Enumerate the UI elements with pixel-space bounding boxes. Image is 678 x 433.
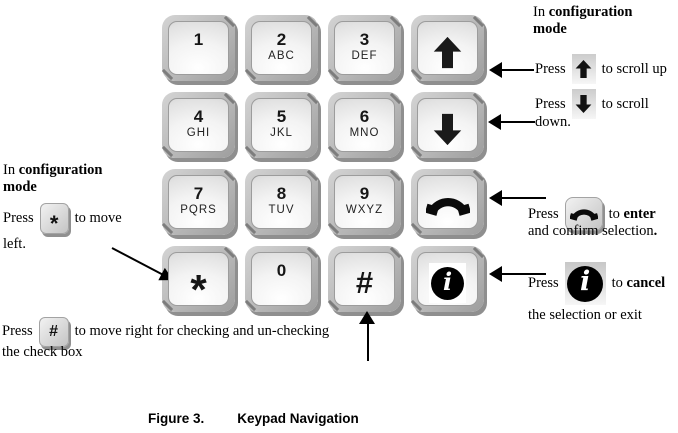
enter-line2-period: . [653,223,658,239]
key-number-label: # [355,265,374,300]
key-number-label: 7 [193,184,204,203]
key-hash: # [328,246,401,312]
config-mode-note-left: In configuration mode [3,162,103,195]
press-label: Press [528,205,559,222]
info-icon: i [564,262,606,305]
cancel-note-line2: the selection or exit [528,307,642,323]
move-left-text: to move [74,210,122,227]
key-number-label: 1 [193,30,204,49]
key-number-label: * [190,266,207,313]
star-key-label: * [49,211,59,237]
mode-note-bold2: mode [3,178,37,195]
hash-key-label: # [49,323,59,341]
key-number-label: 2 [276,30,287,49]
key-scroll-down [411,92,484,158]
hash-key-icon: # [38,316,69,347]
scroll-up-text: to scroll up [601,60,667,77]
press-label: Press [528,275,559,292]
info-icon: i [429,263,466,303]
key-info: i [411,246,484,312]
press-label: Press [535,95,566,112]
move-left-line2: left. [3,236,26,252]
mode-note-bold: configuration [548,4,633,20]
enter-bold: enter [623,205,656,222]
move-right-text: to move right for checking and un-checki… [74,323,330,340]
move-right-note: Press # to move right for checking and u… [2,316,329,347]
key-letters-label: ABC [268,50,295,62]
arrow-to-star-key [111,247,163,276]
key-0: 0 [245,246,318,312]
down-arrow-icon [571,89,596,119]
key-number-label: 6 [359,107,370,126]
enter-line2-text: and confirm selection [528,223,654,239]
enter-note: Press to enter [528,196,656,232]
figure-caption-label: Figure 3. [148,411,205,426]
mode-note-prefix: In [3,162,19,178]
key-letters-label: JKL [270,127,293,139]
arrow-to-scroll-down-key [488,114,535,130]
move-right-line2: the check box [2,344,83,360]
key-number-label: 5 [276,107,287,126]
scroll-up-note: Press to scroll up [535,54,667,84]
mode-note-prefix: In [533,4,549,20]
phone-handset-icon [425,195,470,217]
up-arrow-icon [431,35,464,70]
key-number-label: 3 [359,30,370,49]
key-number-label: 9 [359,184,370,203]
key-letters-label: GHI [186,127,211,139]
key-letters-label: MNO [349,127,380,139]
key-number-label: 8 [276,184,287,203]
key-enter [411,169,484,235]
cancel-bold: cancel [626,275,666,292]
key-letters-label: PQRS [180,204,217,216]
key-number-label: 4 [193,107,204,126]
key-star: * [162,246,235,312]
key-letters-label: DEF [351,50,378,62]
arrow-to-scroll-up-key [489,62,534,78]
to-word: to [608,205,624,222]
cancel-note: Press i to cancel [528,262,665,305]
mode-note-bold: configuration [18,162,103,178]
figure-caption-title: Keypad Navigation [237,411,359,426]
down-arrow-icon [431,112,464,147]
arrow-to-hash-key [359,311,375,361]
key-letters-label: WXYZ [345,204,384,216]
mode-note-bold2: mode [533,20,567,37]
press-label: Press [2,323,33,340]
arrow-to-enter-key [489,190,546,206]
key-number-label: 0 [276,261,287,280]
key-1: 1 [162,15,235,81]
enter-text: to enter [609,206,656,223]
press-label: Press [535,60,566,77]
cancel-text: to cancel [612,275,666,292]
config-mode-note-right: In configuration mode [533,4,633,37]
scroll-down-text: to scroll [601,95,649,112]
enter-note-line2: and confirm selection. [528,223,657,240]
up-arrow-icon [571,54,596,84]
figure-caption: Figure 3. Keypad Navigation [148,411,359,426]
scroll-down-text-line2: down. [535,114,571,130]
move-left-note: Press * to move [3,203,122,234]
key-scroll-up [411,15,484,81]
key-letters-label: TUV [268,204,295,216]
scroll-down-note: Press to scroll [535,89,649,119]
phone-handset-icon [564,197,603,231]
to-word: to [611,275,627,292]
arrow-to-info-key [489,266,546,282]
star-key-icon: * [39,203,69,237]
press-label: Press [3,210,34,227]
